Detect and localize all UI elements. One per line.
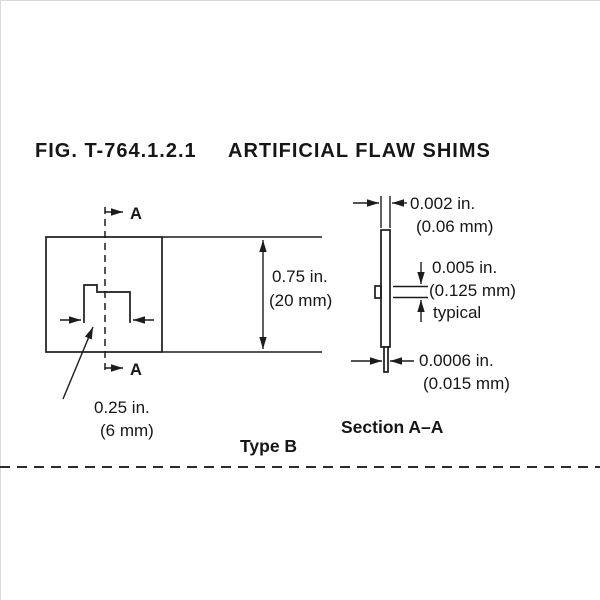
- notch-depth-qualifier: typical: [433, 303, 481, 322]
- ligament-metric: (0.015 mm): [423, 374, 510, 393]
- section-view: 0.002 in. (0.06 mm) 0.005 in. (0.125 mm)…: [351, 194, 516, 393]
- thickness-metric: (0.06 mm): [416, 217, 493, 236]
- figure-number: FIG. T-764.1.2.1: [35, 140, 197, 162]
- notch-depth-metric: (0.125 mm): [429, 281, 516, 300]
- flaw-notch-outline: [83, 284, 131, 323]
- section-marker-bottom: A: [130, 361, 142, 379]
- notch-dim-metric: (6 mm): [100, 421, 154, 440]
- notch-dim-value: 0.25 in.: [94, 398, 150, 417]
- ligament-value: 0.0006 in.: [419, 351, 494, 370]
- shim-front-outline: [45, 236, 163, 353]
- section-marker-top: A: [130, 205, 142, 223]
- notch-depth-value: 0.005 in.: [432, 258, 497, 277]
- front-view: A A 0.75 in. (20 mm) 0.25 in. (6 mm): [45, 205, 332, 440]
- type-label: Type B: [240, 436, 297, 456]
- figure-title: ARTIFICIAL FLAW SHIMS: [228, 140, 491, 162]
- height-dim-value: 0.75 in.: [272, 267, 328, 286]
- thickness-value: 0.002 in.: [410, 194, 475, 213]
- shim-section-notch-step: [374, 285, 382, 299]
- height-dim-metric: (20 mm): [269, 291, 332, 310]
- section-label: Section A–A: [341, 417, 444, 437]
- shim-section-strip: [380, 229, 391, 348]
- shim-section-ligament: [383, 346, 389, 373]
- notch-dim-leader: [62, 326, 94, 400]
